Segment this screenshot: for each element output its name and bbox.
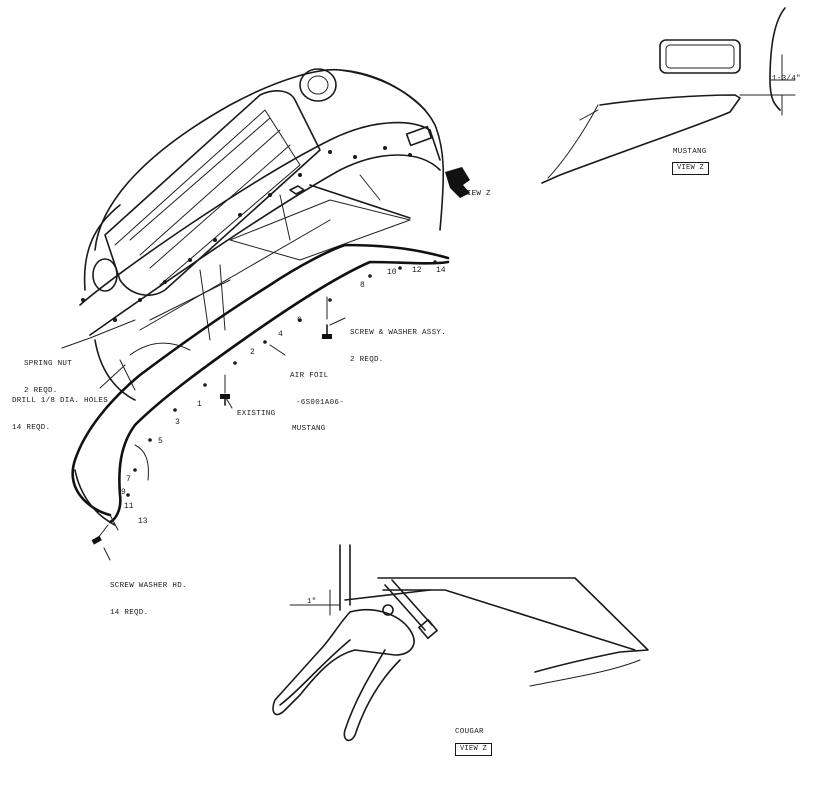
hole-number: 12 xyxy=(412,266,422,275)
hole-number: 3 xyxy=(175,418,180,427)
hole-number: 14 xyxy=(436,266,446,275)
hole-number: 13 xyxy=(138,517,148,526)
screw-washer-assy-callout: SCREW & WASHER ASSY. 2 REQD. xyxy=(350,329,447,364)
view-z-cougar-drawing xyxy=(272,544,649,742)
cougar-view-caption: COUGAR xyxy=(455,728,484,736)
hole-number: 1 xyxy=(197,400,202,409)
hole-number: 9 xyxy=(121,488,126,497)
hole-number: 5 xyxy=(158,437,163,446)
air-foil-spoiler xyxy=(71,243,450,531)
hole-number: 4 xyxy=(278,330,283,339)
mustang-view-caption: MUSTANG xyxy=(673,148,707,156)
existing-screw xyxy=(220,374,230,406)
mustang-dimension: 1-3/4" xyxy=(772,75,801,83)
leader-lines xyxy=(61,317,346,561)
cougar-view-z-box: VIEW Z xyxy=(455,743,493,756)
hole-number: 8 xyxy=(360,281,365,290)
view-z-mustang-drawing xyxy=(541,7,796,184)
car-front-body xyxy=(79,68,445,401)
hole-number: 6 xyxy=(297,316,302,325)
mustang-view-z-box: VIEW Z xyxy=(672,162,710,175)
main-view-caption: MUSTANG xyxy=(292,425,326,433)
body-fastener-dots xyxy=(81,146,412,322)
view-z-arrow xyxy=(445,167,470,198)
spring-nut-callout: SPRING NUT 2 REQD. xyxy=(24,360,73,395)
hole-number: 7 xyxy=(126,475,131,484)
screw-washer-assy-upper xyxy=(322,296,332,339)
screw-washer-hd-callout: SCREW WASHER HD. 14 REQD. xyxy=(110,582,187,617)
hole-number: 10 xyxy=(387,268,397,277)
drill-holes-callout: DRILL 1/8 DIA. HOLES 14 REQD. xyxy=(12,397,109,432)
hole-number: 11 xyxy=(124,502,134,511)
hole-number: 2 xyxy=(250,348,255,357)
view-z-pointer-label: VIEW Z xyxy=(462,190,491,198)
cougar-dimension: 1" xyxy=(307,598,317,606)
screw-washer-hd-lower xyxy=(91,524,109,545)
existing-callout: EXISTING xyxy=(237,410,276,418)
air-foil-callout: AIR FOIL -6S001A06- xyxy=(290,372,345,407)
